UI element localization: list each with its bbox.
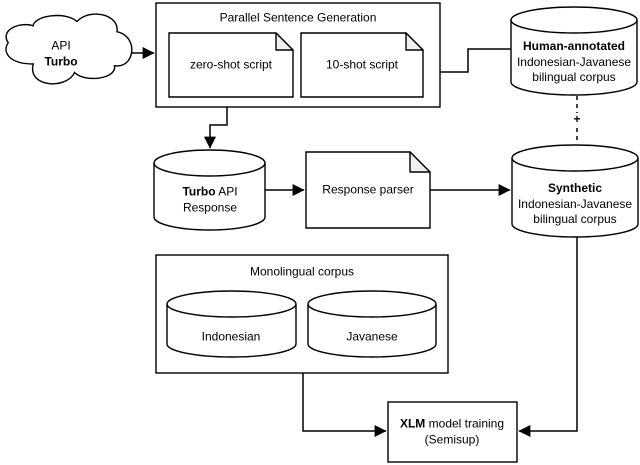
- arrow-human-to-10shot: [425, 48, 512, 78]
- human-cylinder-label-line2: Indonesian-Javanese: [516, 54, 632, 69]
- ten-shot-doc-label: 10-shot script: [325, 57, 399, 72]
- xlm-box-label-rest: model training: [425, 416, 505, 431]
- ten-shot-doc-fold: [405, 32, 424, 51]
- xlm-box: [387, 401, 518, 463]
- zero-shot-doc-fold: [275, 32, 294, 51]
- javanese-cylinder-shape: [307, 290, 437, 358]
- turbo-cylinder-label-bold: Turbo: [182, 184, 216, 199]
- cloud-label: API Turbo: [44, 39, 77, 70]
- parser-doc-label: Response parser: [322, 182, 414, 197]
- javanese-cylinder-label: Javanese: [346, 329, 398, 344]
- synthetic-cylinder-shape: [511, 144, 639, 238]
- synthetic-cylinder-label: Synthetic Indonesian-Javanese bilingual …: [518, 181, 632, 228]
- indonesian-cylinder-rim: [166, 303, 297, 318]
- human-cylinder-label-line3: bilingual corpus: [532, 69, 616, 84]
- turbo-cylinder-label-rest: API: [215, 184, 238, 199]
- human-cylinder-rim: [510, 19, 638, 34]
- synthetic-cylinder-label-line3: bilingual corpus: [533, 211, 617, 226]
- parser-doc-fold: [409, 151, 431, 173]
- ten-shot-doc-shape: [300, 32, 424, 98]
- turbo-cylinder-shape: [153, 149, 266, 231]
- synthetic-cylinder-label-line1: Synthetic: [547, 180, 602, 195]
- cloud-shape: [5, 13, 133, 85]
- synthetic-cylinder-label-line2: Indonesian-Javanese: [517, 196, 633, 211]
- synthetic-cylinder-rim: [511, 157, 639, 172]
- xlm-box-label-line2: (Semisup): [424, 432, 480, 446]
- turbo-cylinder-label-line1: Turbo API: [182, 185, 237, 201]
- human-cylinder-label-line1: Human-annotated: [523, 38, 625, 53]
- human-cylinder-shape: [510, 6, 638, 96]
- mono-box-title: Monolingual corpus: [249, 264, 355, 279]
- turbo-cylinder-label: Turbo API Response: [182, 185, 237, 216]
- indonesian-cylinder-label: Indonesian: [201, 329, 261, 344]
- arrow-synthetic-to-xlm: [518, 237, 578, 437]
- cloud-label-line1: API: [51, 38, 71, 53]
- xlm-box-label: XLM model training (Semisup): [400, 417, 504, 448]
- cloud-label-line2: Turbo: [44, 54, 78, 68]
- arrow-psg-to-turbo: [204, 107, 228, 149]
- turbo-cylinder-rim: [153, 162, 266, 177]
- turbo-cylinder-label-line2: Response: [182, 200, 238, 214]
- zero-shot-doc-shape: [168, 32, 294, 98]
- zero-shot-doc-label: zero-shot script: [189, 57, 273, 72]
- xlm-box-label-line1: XLM model training: [400, 417, 504, 433]
- xlm-box-label-bold: XLM: [399, 416, 426, 431]
- human-cylinder-label: Human-annotated Indonesian-Javanese bili…: [517, 39, 631, 86]
- psg-box-title: Parallel Sentence Generation: [219, 10, 377, 25]
- indonesian-cylinder-shape: [166, 290, 297, 358]
- plus-edge-label: +: [571, 112, 583, 126]
- javanese-cylinder-rim: [307, 303, 437, 318]
- parser-doc-shape: [305, 151, 431, 229]
- arrow-mono-to-xlm: [302, 373, 387, 437]
